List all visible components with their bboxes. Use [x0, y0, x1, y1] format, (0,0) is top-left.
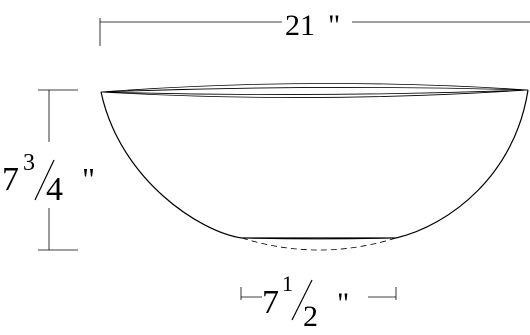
- base-dimension: 7 1 2 ": [240, 271, 397, 333]
- base-denominator: 2: [303, 300, 318, 333]
- width-unit: ": [328, 9, 340, 42]
- bowl-profile: [100, 83, 529, 251]
- bowl-base-hidden-line: [241, 237, 397, 251]
- bowl-rim-lower-2: [100, 89, 529, 95]
- height-dimension: 7 3 4 ": [2, 89, 95, 251]
- height-numerator: 3: [23, 150, 35, 176]
- height-unit: ": [82, 161, 95, 197]
- width-dimension: 21 ": [99, 9, 530, 46]
- width-value: 21: [285, 9, 315, 42]
- base-fraction-slash: [291, 279, 313, 321]
- height-fraction-slash: [34, 159, 55, 201]
- base-numerator: 1: [282, 271, 293, 296]
- bowl-rim-outer: [100, 83, 529, 93]
- height-denominator: 4: [46, 171, 63, 208]
- bowl-body: [100, 89, 529, 239]
- height-whole: 7: [2, 161, 19, 198]
- bowl-rim-inner: [100, 87, 529, 93]
- base-unit: ": [337, 287, 349, 320]
- bowl-base-top: [241, 237, 397, 240]
- base-whole: 7: [262, 284, 279, 321]
- bowl-rim-lower: [100, 89, 529, 98]
